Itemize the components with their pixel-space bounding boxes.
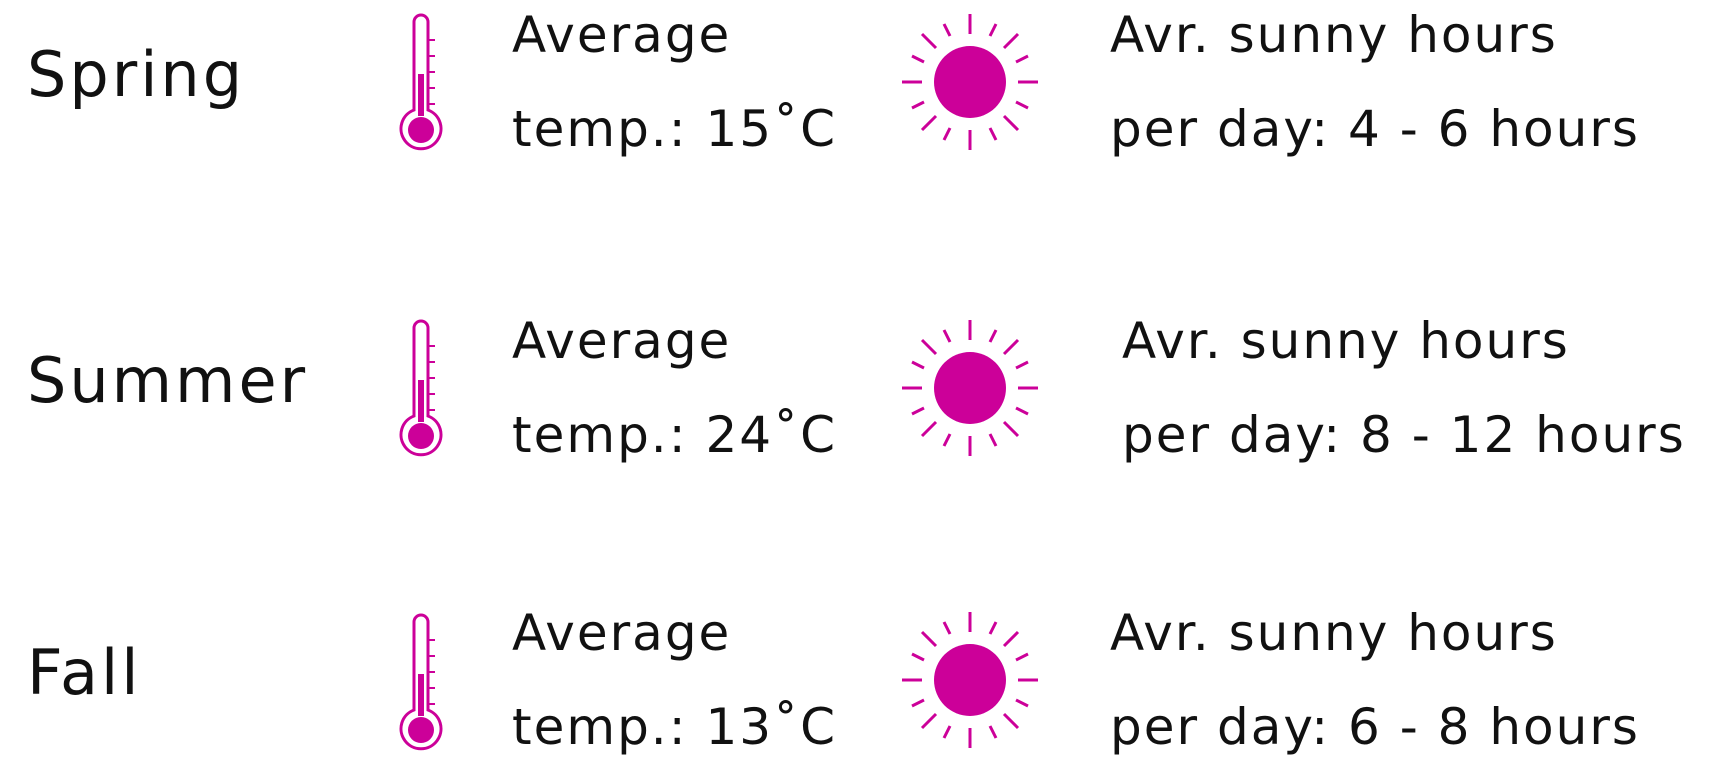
sunny-hours-label: Avr. sunny hours (1110, 6, 1558, 64)
season-name: Fall (27, 636, 142, 709)
average-temp-label: Average (512, 6, 732, 64)
thermometer-icon (399, 319, 443, 457)
sun-icon (902, 14, 1038, 150)
season-row-summer: Summer Average temp.: 24˚C (0, 306, 1725, 466)
sunny-hours-label: Avr. sunny hours (1122, 312, 1570, 370)
sun-icon (902, 612, 1038, 748)
season-name: Summer (27, 344, 309, 417)
season-row-spring: Spring Average temp.: 15˚C (0, 0, 1725, 160)
average-temp-value: temp.: 24˚C (512, 406, 837, 464)
season-name: Spring (27, 38, 246, 111)
average-temp-value: temp.: 13˚C (512, 698, 837, 756)
season-row-fall: Fall Average temp.: 13˚C (0, 598, 1725, 758)
average-temp-value: temp.: 15˚C (512, 100, 837, 158)
average-temp-label: Average (512, 604, 732, 662)
sunny-hours-label: Avr. sunny hours (1110, 604, 1558, 662)
sunny-hours-value: per day: 6 - 8 hours (1110, 698, 1640, 756)
average-temp-label: Average (512, 312, 732, 370)
sunny-hours-value: per day: 8 - 12 hours (1122, 406, 1686, 464)
thermometer-icon (399, 613, 443, 751)
sun-icon (902, 320, 1038, 456)
sunny-hours-value: per day: 4 - 6 hours (1110, 100, 1640, 158)
thermometer-icon (399, 13, 443, 151)
